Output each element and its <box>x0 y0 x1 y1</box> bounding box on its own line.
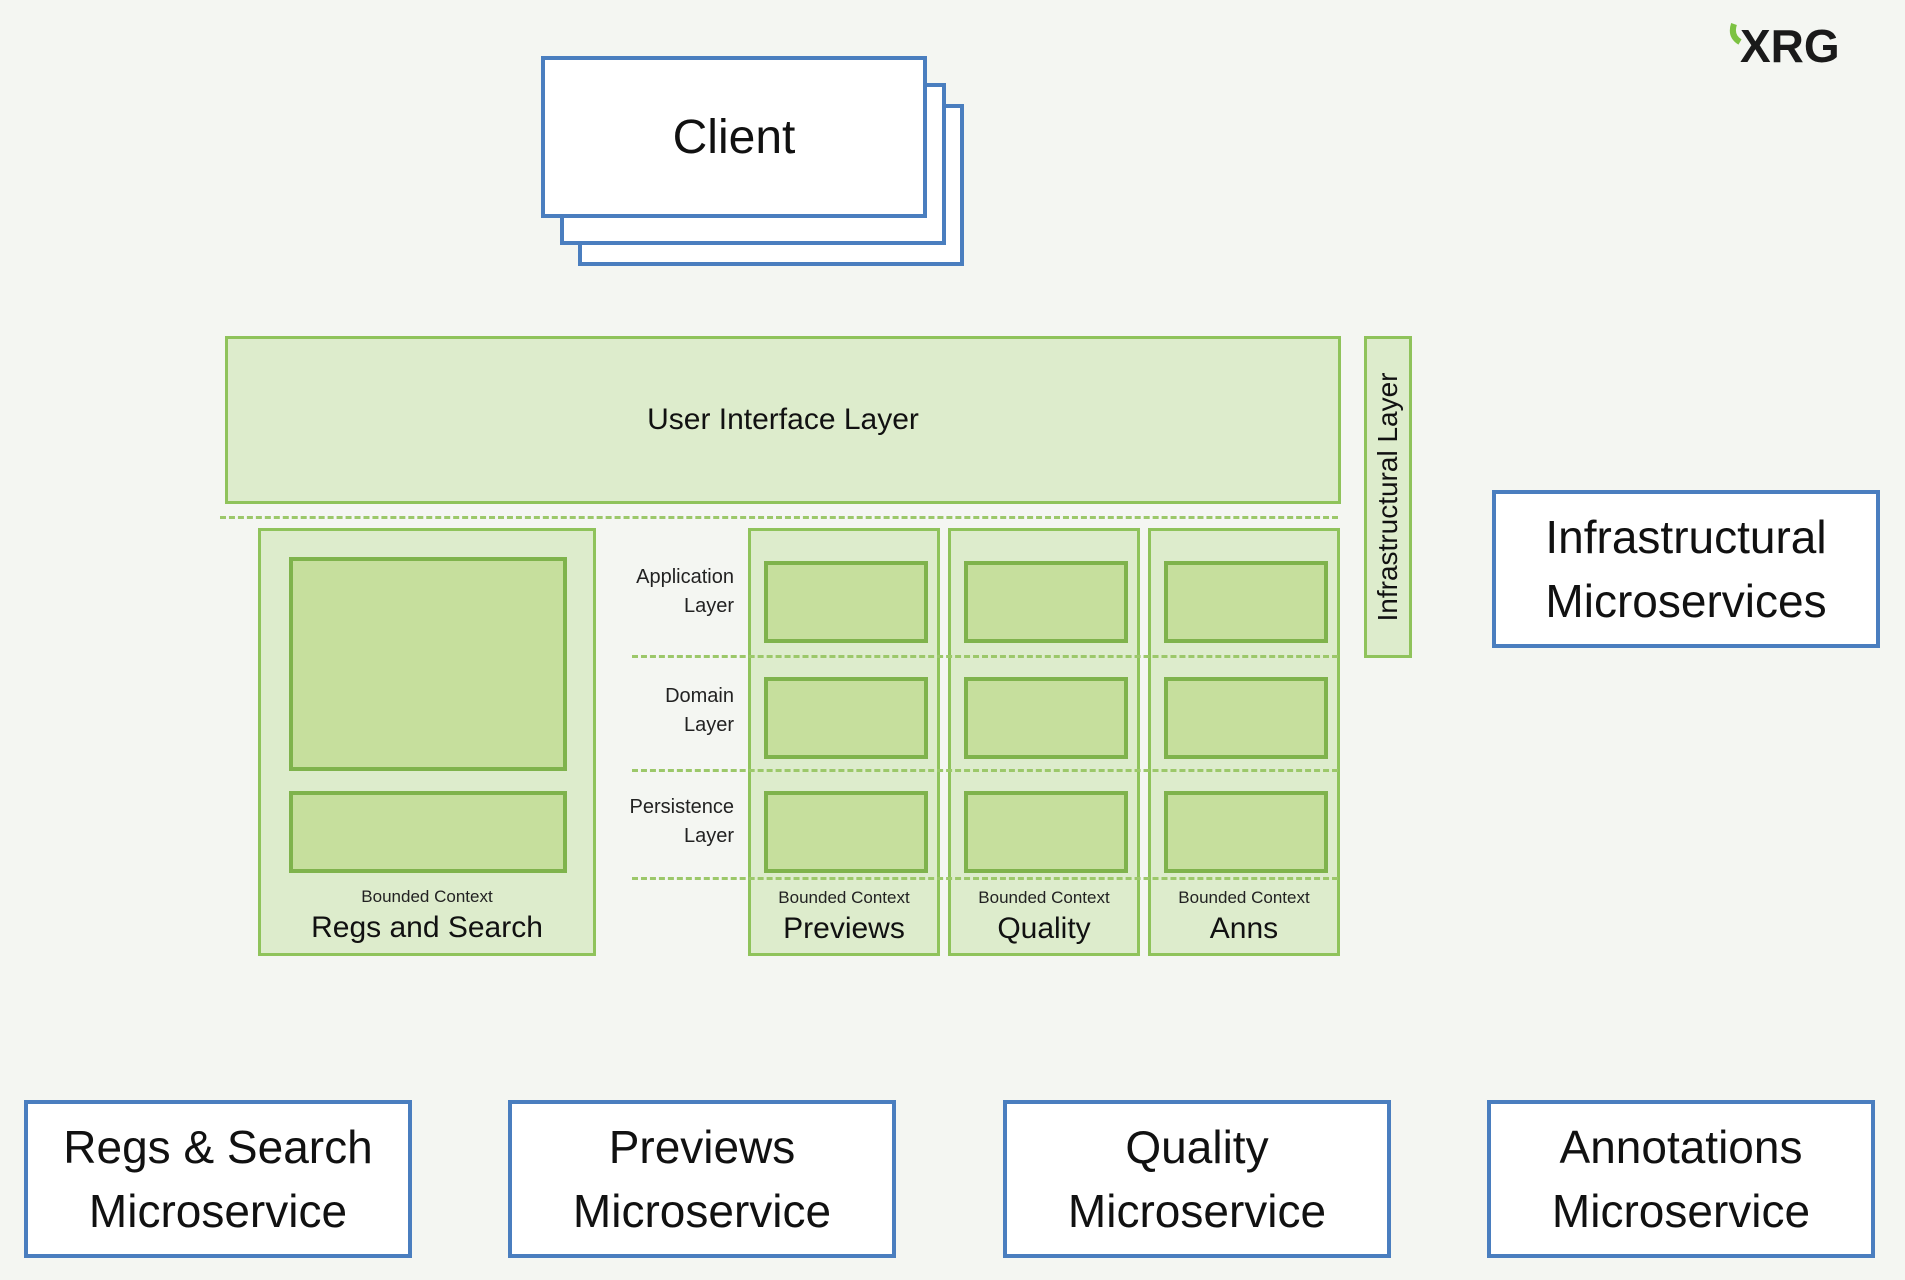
application-layer-label: Application Layer <box>636 566 734 617</box>
bc-name: Anns <box>1209 912 1279 945</box>
microservice-label: Annotations Microservice <box>1551 1121 1811 1237</box>
quality-microservice-box: Quality Microservice <box>1003 1100 1391 1258</box>
application-domain-separator <box>632 655 1338 658</box>
microservice-label: Quality Microservice <box>1067 1121 1327 1237</box>
microservice-label: Regs & Search Microservice <box>63 1121 373 1237</box>
client-label: Client <box>672 110 796 164</box>
logo-text: XRG <box>1740 20 1840 68</box>
regs-main-cell <box>289 557 567 771</box>
previews-microservice-box: Previews Microservice <box>508 1100 896 1258</box>
bc-name: Quality <box>997 912 1091 945</box>
bc-name: Regs and Search <box>311 911 543 944</box>
previews-application-cell <box>764 561 928 643</box>
infra-layer-label: Infrastructural Layer <box>1372 372 1403 622</box>
bc-caption: Bounded Context <box>778 888 910 907</box>
bc-name: Previews <box>783 912 905 945</box>
infrastructural-microservices-box: Infrastructural Microservices <box>1492 490 1880 648</box>
previews-domain-cell <box>764 677 928 759</box>
ui-separator <box>220 516 1338 519</box>
annotations-microservice-box: Annotations Microservice <box>1487 1100 1875 1258</box>
anns-persistence-cell <box>1164 791 1328 873</box>
persistence-bottom-separator <box>632 877 1338 880</box>
client-box: Client <box>541 56 927 218</box>
bounded-context-quality: Bounded Context Quality <box>948 528 1140 956</box>
quality-application-cell <box>964 561 1128 643</box>
anns-application-cell <box>1164 561 1328 643</box>
bc-caption: Bounded Context <box>978 888 1110 907</box>
bounded-context-previews: Bounded Context Previews <box>748 528 940 956</box>
domain-persistence-separator <box>632 769 1338 772</box>
infra-microservices-label: Infrastructural Microservices <box>1545 511 1827 627</box>
bounded-context-regs-and-search: Bounded Context Regs and Search <box>258 528 596 956</box>
quality-domain-cell <box>964 677 1128 759</box>
regs-search-microservice-box: Regs & Search Microservice <box>24 1100 412 1258</box>
persistence-layer-label: Persistence Layer <box>629 796 735 847</box>
user-interface-layer: User Interface Layer <box>225 336 1341 504</box>
anns-domain-cell <box>1164 677 1328 759</box>
quality-persistence-cell <box>964 791 1128 873</box>
xrg-logo: XRG <box>1728 18 1888 72</box>
ui-layer-label: User Interface Layer <box>647 403 919 436</box>
bounded-context-anns: Bounded Context Anns <box>1148 528 1340 956</box>
bc-caption: Bounded Context <box>1178 888 1310 907</box>
previews-persistence-cell <box>764 791 928 873</box>
xrg-logo-mark: XRG <box>1729 20 1840 72</box>
regs-persistence-cell <box>289 791 567 873</box>
bc-caption: Bounded Context <box>361 887 493 906</box>
domain-layer-label: Domain Layer <box>665 685 734 736</box>
microservice-label: Previews Microservice <box>572 1121 832 1237</box>
infrastructural-layer: Infrastructural Layer <box>1364 336 1412 658</box>
